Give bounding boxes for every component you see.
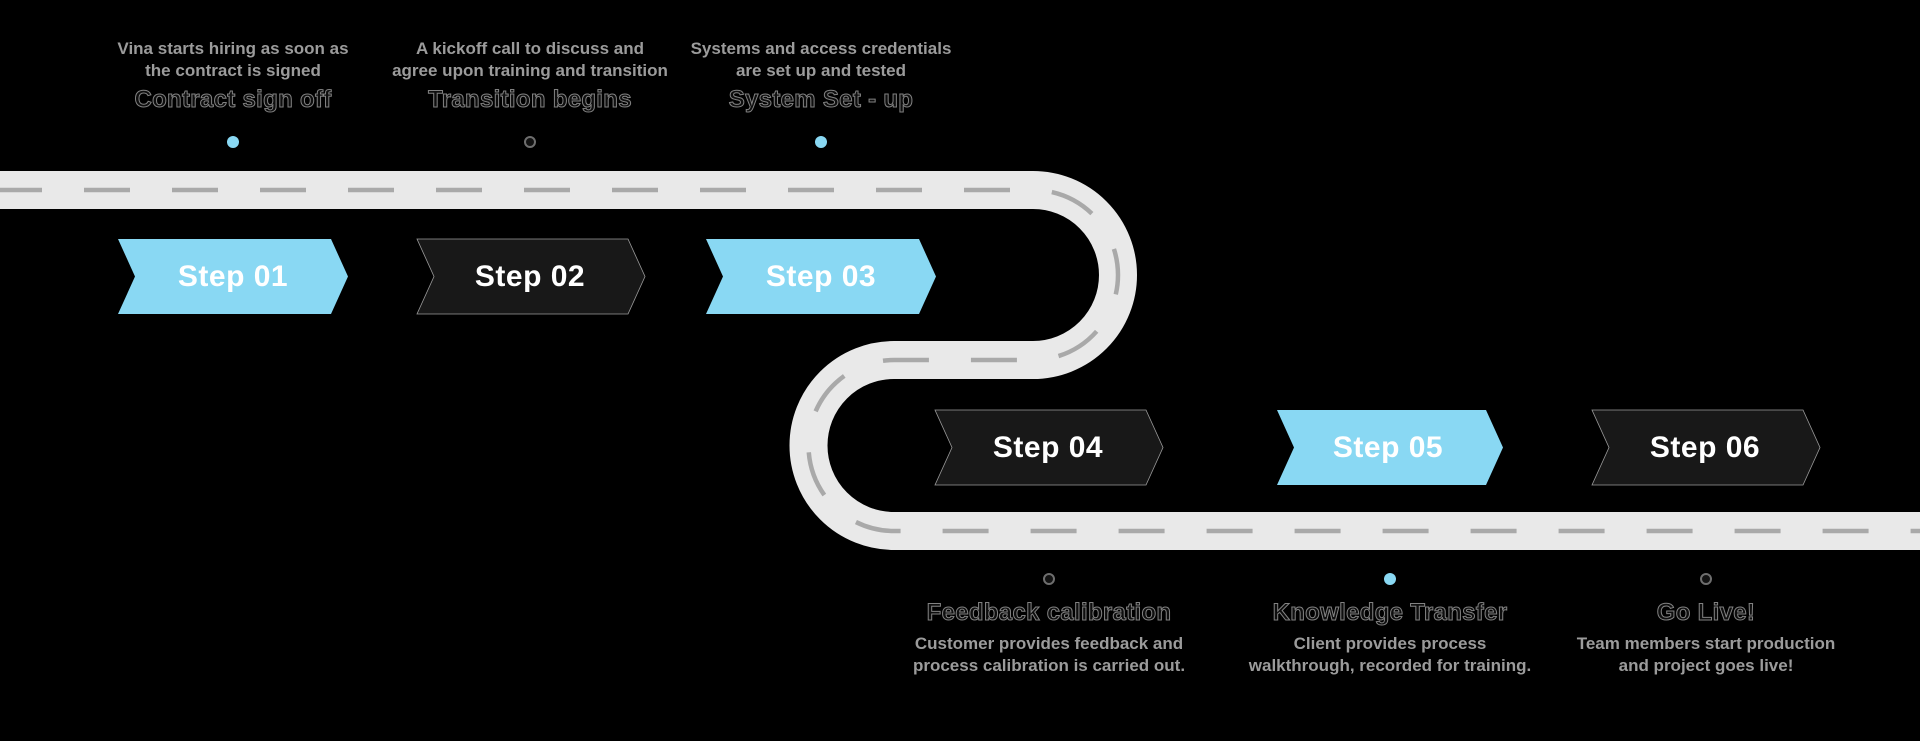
step-04-arrow: [934, 409, 1164, 486]
step-05-description-line1: Client provides process: [1293, 634, 1487, 653]
step-02-arrow: [416, 238, 646, 315]
step-05-timeline-dot: [1384, 573, 1396, 585]
step-06-title: Go Live!: [1656, 599, 1756, 627]
step-06-description-line2: and project goes live!: [1618, 655, 1794, 675]
step-02-description: A kickoff call to discuss and agree upon…: [360, 38, 700, 81]
step-02-description-line1: A kickoff call to discuss and: [416, 39, 644, 58]
step-05-description-line2: walkthrough, recorded for training.: [1248, 655, 1532, 675]
step-05-description: Client provides process walkthrough, rec…: [1220, 633, 1560, 676]
step-01-title: Contract sign off: [134, 86, 332, 114]
step-03-annotation: Systems and access credentials are set u…: [651, 0, 991, 741]
step-02-title: Transition begins: [428, 86, 632, 114]
step-05-title: Knowledge Transfer: [1272, 599, 1508, 627]
road-centerline: [0, 187, 1920, 534]
step-06-timeline-dot: [1700, 573, 1712, 585]
step-05-arrow: [1277, 410, 1503, 485]
step-06-label: Step 06: [1649, 431, 1761, 464]
step-04-description-line2: process calibration is carried out.: [912, 655, 1186, 675]
step-01-label: Step 01: [177, 260, 289, 293]
step-01-arrow: [118, 239, 348, 314]
step-03-label: Step 03: [765, 260, 877, 293]
step-06-description: Team members start production and projec…: [1536, 633, 1876, 676]
step-03-arrow: [706, 239, 936, 314]
step-03-title: System Set - up: [728, 86, 914, 114]
step-04-title: Feedback calibration: [926, 599, 1172, 627]
step-02-annotation: A kickoff call to discuss and agree upon…: [360, 0, 700, 741]
step-04-label: Step 04: [992, 431, 1104, 464]
step-01-description-line1: Vina starts hiring as soon as: [117, 39, 349, 58]
step-06-arrow: [1591, 409, 1821, 486]
step-06-description-line1: Team members start production: [1576, 634, 1836, 653]
step-02-label: Step 02: [474, 260, 586, 293]
step-03-description-line2: are set up and tested: [735, 60, 907, 80]
step-01-annotation: Vina starts hiring as soon as the contra…: [63, 0, 403, 741]
step-01-timeline-dot: [227, 136, 239, 148]
step-04-annotation: Feedback calibration Customer provides f…: [879, 0, 1219, 741]
step-01-description-line2: the contract is signed: [145, 60, 321, 80]
step-04-timeline-dot: [1043, 573, 1055, 585]
step-03-timeline-dot: [815, 136, 827, 148]
step-05-annotation: Knowledge Transfer Client provides proce…: [1220, 0, 1560, 741]
step-01-description: Vina starts hiring as soon as the contra…: [63, 38, 403, 81]
step-02-timeline-dot: [524, 136, 536, 148]
step-06-annotation: Go Live! Team members start production a…: [1536, 0, 1876, 741]
step-03-description-line1: Systems and access credentials: [690, 39, 952, 58]
step-04-description-line1: Customer provides feedback and: [914, 634, 1184, 653]
step-04-description: Customer provides feedback and process c…: [879, 633, 1219, 676]
step-02-description-line2: agree upon training and transition: [392, 60, 668, 80]
step-05-label: Step 05: [1332, 431, 1444, 464]
step-03-description: Systems and access credentials are set u…: [651, 38, 991, 81]
